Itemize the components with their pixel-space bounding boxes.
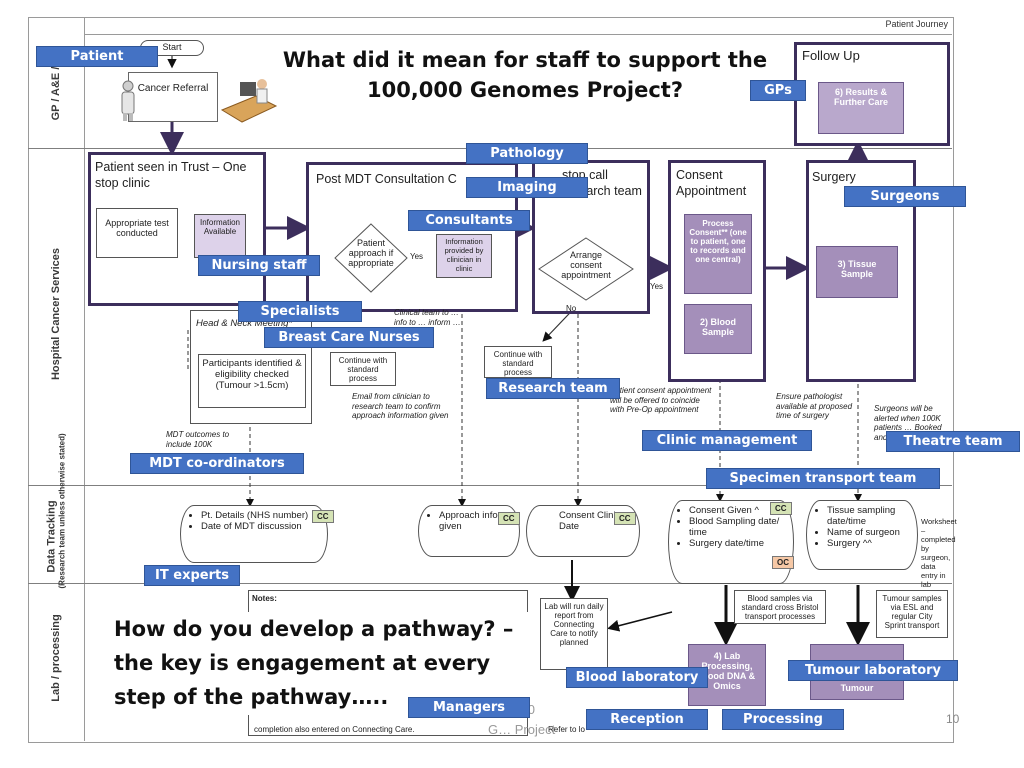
tissue-sample-box: 3) Tissue Sample [816,246,898,298]
tag-research-team: Research team [486,378,620,399]
yes-label-2: Yes [650,282,664,291]
tag-consultants: Consultants [408,210,530,231]
refer-note: Refer to lo [548,725,585,734]
journey-header: Patient Journey [84,17,952,35]
slide-headline: What did it mean for staff to support th… [282,48,768,103]
info-by-clinician-doc: Information provided by clinician in cli… [436,234,492,278]
tag-tumour-laboratory: Tumour laboratory [788,660,958,681]
appropriate-test-box: Appropriate test conducted [96,208,178,258]
doctor-desk-icon [216,72,278,124]
tag-blood-laboratory: Blood laboratory [566,667,708,688]
head-neck-meeting-title: Head & Neck Meeting* [196,318,293,329]
lane-divider [28,485,952,486]
lab-daily-report-box: Lab will run daily report from Connectin… [540,598,608,670]
mdt-outcomes-note: MDT outcomes to include 100K [166,430,230,449]
tag-managers: Managers [408,697,530,718]
page-number: 10 [946,712,960,726]
no-label: No [566,304,577,313]
cyl-item: Date of MDT discussion [201,521,319,532]
information-available-doc: Information Available [194,214,246,258]
tag-clinic-management: Clinic management [642,430,812,451]
notes-label: Notes: [252,594,277,603]
seen-in-trust-title: Patient seen in Trust – One stop clinic [95,160,247,190]
tag-specimen-transport-team: Specimen transport team [706,468,940,489]
tag-surgeons: Surgeons [844,186,966,207]
tag-imaging: Imaging [466,177,588,198]
tag-it-experts: IT experts [144,565,240,586]
ensure-pathologist-note: Ensure pathologist available at proposed… [776,392,853,421]
results-care-box: 6) Results & Further Care [818,82,904,134]
patient-approach-decision [333,222,409,294]
tumour-transport-note: Tumour samples via ESL and regular City … [876,590,948,638]
data-cylinder-tissue: Tissue sampling date/timeName of surgeon… [806,500,918,570]
post-mdt-title: Post MDT Consultation C [316,172,457,186]
email-clinician-note: Email from clinician to research team to… [352,392,449,421]
cyl-item: Blood Sampling date/ time [689,516,785,538]
participants-identified-box: Participants identified & eligibility ch… [198,354,306,408]
worksheet-note: Worksheet – completed by surgeon, data e… [920,516,957,589]
cc-badge: CC [770,502,792,515]
cyl-item: Name of surgeon [827,527,909,538]
continue-standard-box-1: Continue with standard process [330,352,396,386]
arrange-consent-label: Arrange consent appointment [561,250,611,280]
surgery-title: Surgery [812,170,856,184]
tag-gps: GPs [750,80,806,101]
lane-divider [28,583,952,584]
cyl-item: Pt. Details (NHS number) [201,510,319,521]
cyl-item: Approach info. given [439,510,511,532]
cancer-referral-box: Cancer Referral [128,72,218,122]
cc-badge: CC [312,510,334,523]
cyl-item: Tissue sampling date/time [827,505,909,527]
cyl-item: Surgery date/time [689,538,785,549]
tag-theatre-team: Theatre team [886,431,1020,452]
patient-icon [118,80,138,122]
tag-pathology: Pathology [466,143,588,164]
tag-mdt-coordinators: MDT co-ordinators [130,453,304,474]
cyl-item: Consent Clinic Date [559,510,621,532]
blood-sample-box: 2) Blood Sample [684,304,752,354]
tag-processing: Processing [722,709,844,730]
cc-badge: CC [614,512,636,525]
yes-label: Yes [410,252,424,261]
patient-approach-label: Patient approach if appropriate [348,238,394,268]
cyl-item: Surgery ^^ [827,538,909,549]
cc-badge: CC [498,512,520,525]
continue-standard-box-2: Continue with standard process [484,346,552,378]
arrange-consent-decision [537,236,635,302]
process-consent-box: Process Consent** (one to patient, one t… [684,214,752,294]
journey-label: Patient Journey [885,19,948,29]
follow-up-title: Follow Up [802,48,860,63]
tag-breast-care-nurses: Breast Care Nurses [264,327,434,348]
tag-nursing-staff: Nursing staff [198,255,320,276]
tag-specialists: Specialists [238,301,362,322]
patient-consent-note: Patient consent appointment will be offe… [610,386,712,415]
completion-note: completion also entered on Connecting Ca… [254,725,415,734]
lane-label-column [28,17,85,741]
oc-badge: OC [772,556,794,569]
consent-appointment-title: Consent Appointment [676,168,747,198]
data-cylinder-mdt: Pt. Details (NHS number)Date of MDT disc… [180,505,328,563]
tag-reception: Reception [586,709,708,730]
blood-transport-note: Blood samples via standard cross Bristol… [734,590,826,624]
cyl-item: Consent Given ^ [689,505,785,516]
tag-patient: Patient [36,46,158,67]
